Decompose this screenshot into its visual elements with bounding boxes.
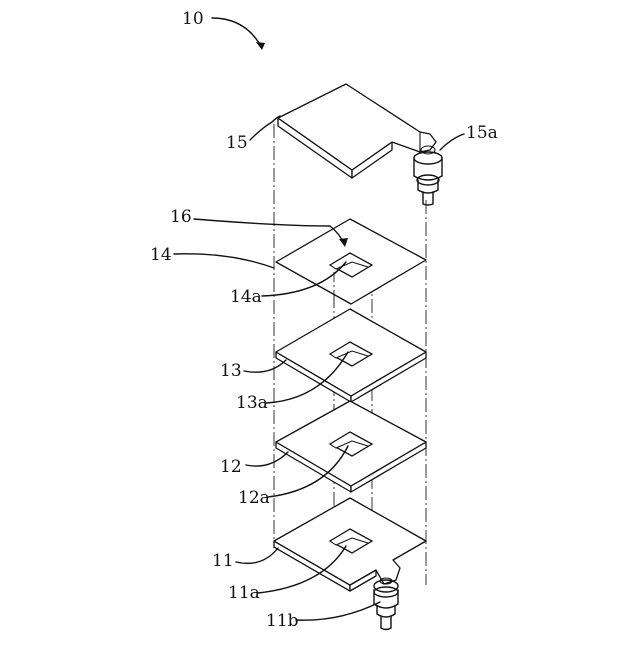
label-11a: 11a: [228, 583, 260, 603]
label-14a: 14a: [230, 287, 262, 307]
label-13: 13: [220, 361, 242, 381]
label-15: 15: [226, 133, 248, 153]
label-16: 16: [170, 207, 192, 227]
part-15a-pivot-post: [414, 146, 442, 205]
label-10: 10: [182, 9, 204, 29]
part-11-bottom-plate: [274, 498, 426, 591]
label-13a: 13a: [236, 393, 268, 413]
part-15-top-plate: [278, 84, 436, 178]
label-12: 12: [220, 457, 242, 477]
label-11: 11: [212, 551, 234, 571]
assembly-arrow-head: [256, 42, 265, 50]
label-11b: 11b: [266, 611, 299, 631]
part-12-sheet: [276, 401, 426, 492]
part-13-sheet: [276, 309, 426, 402]
label-14: 14: [150, 245, 172, 265]
label-12a: 12a: [238, 488, 270, 508]
label-15a: 15a: [466, 123, 498, 143]
